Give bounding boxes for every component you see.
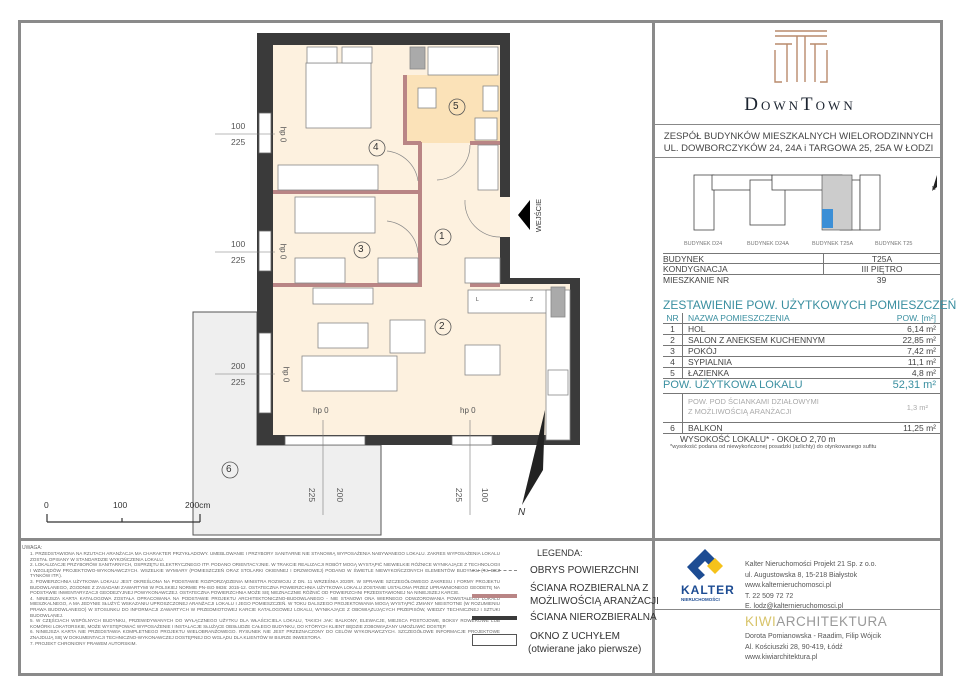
furniture bbox=[277, 46, 571, 441]
kitchen-mark-l: L bbox=[476, 297, 479, 303]
scale-200: 200cm bbox=[185, 500, 211, 510]
room-numbers bbox=[221, 98, 466, 479]
architect-info: Dorota Pomianowska - Raadim, Filip Wójci… bbox=[745, 633, 882, 661]
building-label: BUDYNEK T25A bbox=[812, 241, 854, 247]
window-3-height: 225 bbox=[231, 377, 246, 387]
window-4-width: 200 bbox=[335, 487, 346, 503]
window-5-height: 225 bbox=[454, 487, 465, 503]
scale-100: 100 bbox=[113, 500, 128, 510]
legend-window-icon bbox=[472, 634, 517, 646]
site-north-label: N bbox=[932, 186, 936, 192]
kitchen-mark-z: Z bbox=[530, 297, 534, 303]
kalter-logo bbox=[687, 549, 723, 580]
building-label: BUDYNEK D24 bbox=[684, 241, 723, 247]
architect-name: KIWIARCHITEKTURA bbox=[745, 614, 888, 629]
footer-frame bbox=[18, 538, 943, 676]
site-plan-map bbox=[693, 174, 937, 231]
room-2-label: 2 bbox=[439, 321, 445, 332]
scale-0: 0 bbox=[44, 500, 49, 510]
window-3-width: 200 bbox=[231, 361, 246, 371]
scale-bar bbox=[46, 514, 201, 523]
room-1-label: 1 bbox=[439, 231, 445, 242]
hp-label: hp 0 bbox=[278, 126, 288, 143]
building-label: BUDYNEK T25 bbox=[875, 241, 913, 247]
windows bbox=[258, 112, 493, 446]
legend-wall-swatch bbox=[472, 616, 517, 620]
building-label: BUDYNEK D24A bbox=[747, 241, 789, 247]
window-1-width: 100 bbox=[231, 121, 246, 131]
footer-divider bbox=[652, 540, 655, 674]
room-4-label: 4 bbox=[373, 142, 379, 153]
hp-label: hp 0 bbox=[313, 406, 329, 415]
legend-outline-swatch bbox=[472, 570, 517, 571]
window-2-width: 100 bbox=[231, 239, 246, 249]
project-line-1: ZESPÓŁ BUDYNKÓW MIESZKALNYCH WIELORODZIN… bbox=[663, 131, 934, 142]
north-label: N bbox=[518, 507, 526, 518]
notes-title: UWAGA: bbox=[22, 545, 43, 551]
north-arrow-icon bbox=[522, 410, 545, 505]
kalter-logo-text: KALTER bbox=[681, 583, 735, 597]
entrance-label: WEJŚCIE bbox=[534, 198, 544, 233]
developer-info: Kalter Nieruchomości Projekt 21 Sp. z o.… bbox=[745, 561, 877, 610]
downtown-logo bbox=[774, 30, 828, 83]
notes: 1. PRZEDSTAWIONA NA RZUTACH ARANŻACJA MA… bbox=[30, 551, 500, 646]
door-swings bbox=[386, 144, 501, 254]
window-1-height: 225 bbox=[231, 137, 246, 147]
dimension-lines bbox=[215, 133, 471, 515]
height-note: *wysokość podana od niewykończonej posad… bbox=[670, 444, 877, 450]
hp-label: hp 0 bbox=[278, 243, 288, 260]
floor-plan bbox=[46, 33, 580, 536]
ceiling-height: WYSOKOŚĆ LOKALU* - OKOŁO 2,70 m bbox=[680, 434, 836, 444]
legend-title: LEGENDA: bbox=[537, 548, 583, 558]
window-4-height: 225 bbox=[307, 487, 318, 503]
hp-label: hp 0 bbox=[281, 366, 291, 383]
window-5-width: 100 bbox=[480, 487, 491, 503]
kalter-logo-sub: NIERUCHOMOŚCI bbox=[681, 597, 720, 602]
brand-name: DownTown bbox=[744, 94, 856, 115]
hp-label: hp 0 bbox=[460, 406, 476, 415]
legend-partition-swatch bbox=[472, 594, 517, 598]
entrance-arrow-icon bbox=[518, 200, 530, 230]
partition-walls bbox=[273, 75, 500, 287]
room-6-label: 6 bbox=[226, 464, 232, 475]
window-2-height: 225 bbox=[231, 255, 246, 265]
room-5-label: 5 bbox=[453, 101, 459, 112]
room-3-label: 3 bbox=[358, 244, 364, 255]
areas-title: ZESTAWIENIE POW. UŻYTKOWYCH POMIESZCZEŃ bbox=[663, 298, 957, 312]
project-line-2: UL. DOWBORCZYKÓW 24, 24A i TARGOWA 25, 2… bbox=[663, 143, 934, 154]
